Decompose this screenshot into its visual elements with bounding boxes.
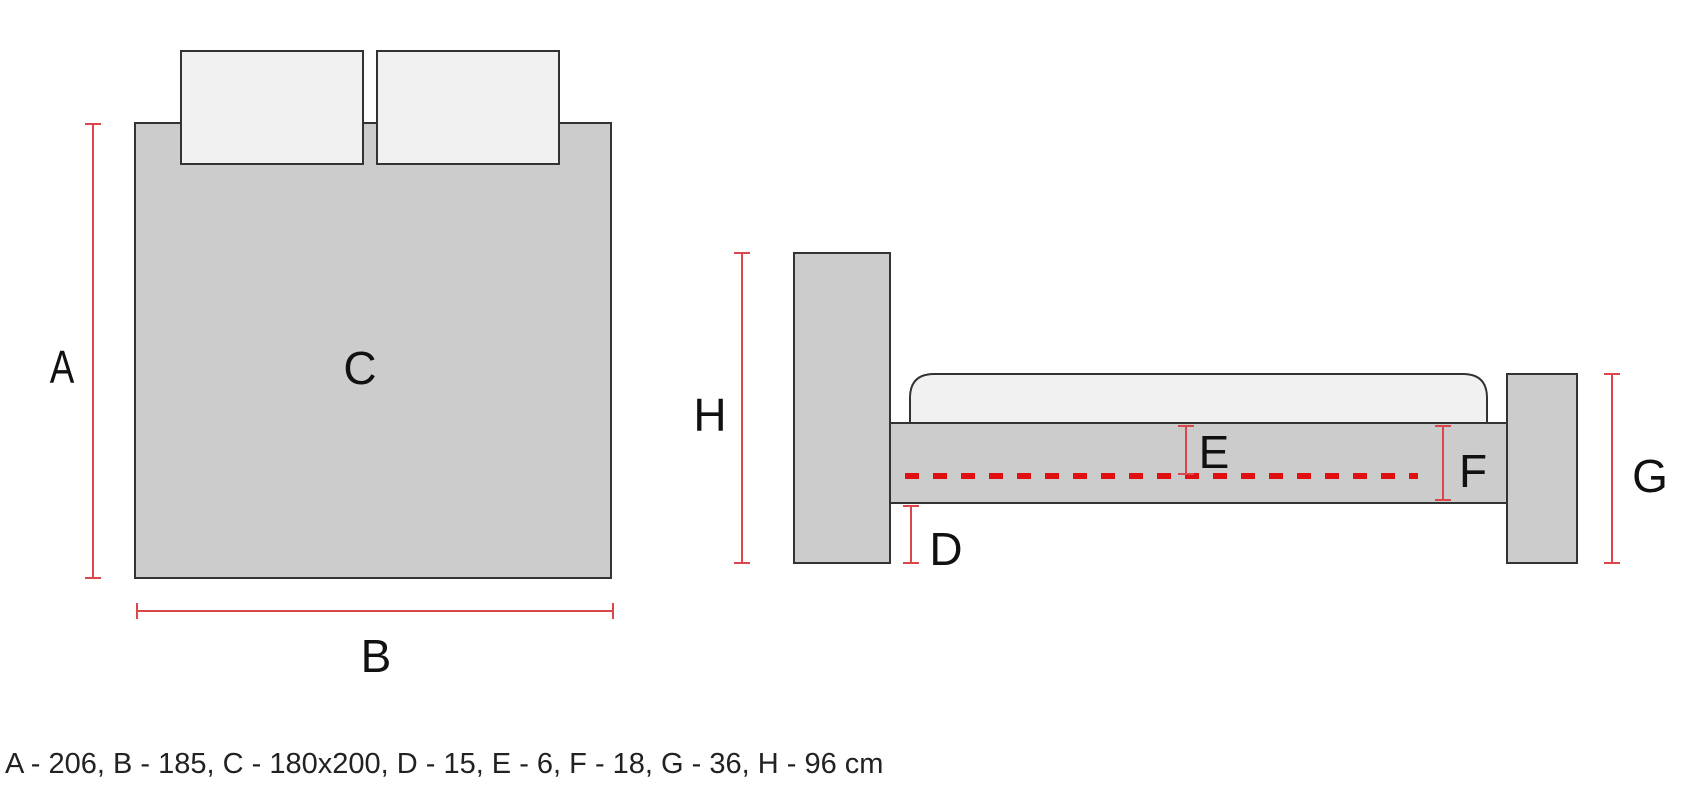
dimension-f-line bbox=[1435, 425, 1451, 501]
dimension-g-line bbox=[1604, 373, 1620, 564]
label-a: A bbox=[50, 341, 75, 393]
label-g: G bbox=[1632, 450, 1668, 502]
label-d: D bbox=[929, 523, 962, 575]
dimension-d-line bbox=[903, 505, 919, 564]
dimension-a-line bbox=[85, 123, 101, 579]
label-c: C bbox=[343, 342, 376, 394]
side-view: H G E F D bbox=[693, 252, 1668, 575]
footboard bbox=[1506, 373, 1578, 564]
headboard bbox=[793, 252, 891, 564]
top-view: A B C bbox=[50, 50, 614, 682]
dimension-h-line bbox=[734, 252, 750, 564]
label-f: F bbox=[1459, 445, 1487, 497]
label-e: E bbox=[1199, 426, 1230, 478]
label-h: H bbox=[693, 389, 726, 441]
pillow-left bbox=[180, 50, 364, 165]
mattress bbox=[909, 373, 1488, 423]
pillow-right bbox=[376, 50, 560, 165]
dimension-e-line bbox=[1178, 425, 1194, 475]
dimensions-caption: A - 206, B - 185, C - 180x200, D - 15, E… bbox=[5, 748, 884, 780]
dimension-b-line bbox=[136, 603, 614, 619]
bed-top-outline bbox=[134, 122, 612, 579]
label-b: B bbox=[361, 630, 392, 682]
